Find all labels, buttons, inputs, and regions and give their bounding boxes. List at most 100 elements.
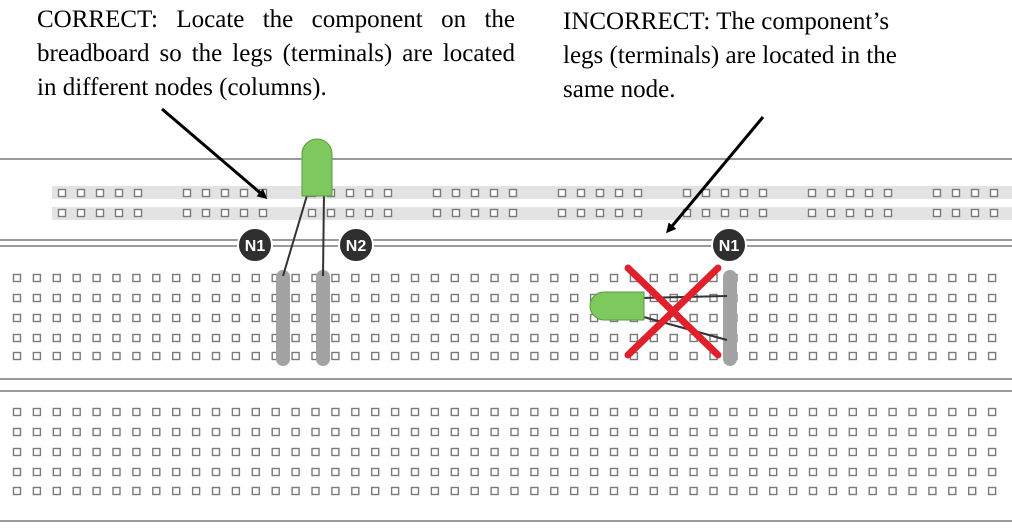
breadboard-hole [888,351,897,361]
breadboard-hole [470,273,479,283]
breadboard-hole [788,273,798,283]
breadboard-hole [709,407,718,417]
breadboard-hole [758,208,768,218]
breadboard-hole [291,427,300,437]
breadboard-hole [883,208,893,218]
breadboard-hole [231,333,241,343]
breadboard-hole [182,208,192,218]
breadboard-hole [550,427,559,437]
breadboard-hole [430,273,440,283]
breadboard-hole [57,188,67,198]
breadboard-hole [95,208,105,218]
breadboard-hole [595,208,605,218]
breadboard-hole [291,486,300,496]
breadboard-hole [92,351,101,361]
breadboard-hole [12,293,22,303]
breadboard-hole [410,467,420,477]
breadboard-hole [410,273,420,283]
breadboard-hole [689,486,698,496]
breadboard-hole [470,313,479,323]
breadboard-hole [271,467,280,477]
breadboard-hole [987,273,997,283]
breadboard-hole [908,467,917,477]
breadboard-hole [201,188,211,198]
breadboard-hole [649,273,658,283]
breadboard-hole [589,447,599,457]
breadboard-hole [112,467,121,477]
breadboard-hole [450,293,459,303]
breadboard-hole [609,273,619,283]
breadboard-hole [331,333,340,343]
breadboard-hole [258,208,268,218]
breadboard-hole [390,447,400,457]
breadboard-hole [211,351,221,361]
breadboard-hole [868,351,877,361]
breadboard-hole [749,427,758,437]
pointer-arrows [161,107,765,234]
breadboard-hole [987,447,997,457]
breadboard-hole [12,467,22,477]
breadboard-hole [948,427,957,437]
breadboard-hole [570,407,579,417]
breadboard-hole [948,333,957,343]
breadboard-hole [788,467,798,477]
breadboard-hole [649,447,658,457]
breadboard-hole [828,273,838,283]
breadboard-hole [52,273,61,283]
breadboard-hole [689,351,698,361]
breadboard-hole [291,273,300,283]
breadboard-hole [848,467,857,477]
breadboard-hole [848,313,857,323]
breadboard-hole [868,313,877,323]
breadboard-hole [12,351,22,361]
breadboard-hole [928,467,937,477]
breadboard-hole [331,273,340,283]
breadboard-hole [92,293,101,303]
breadboard-hole [609,427,619,437]
breadboard-hole [132,467,141,477]
breadboard-hole [508,208,518,218]
breadboard-hole [828,427,838,437]
breadboard-hole [351,447,360,457]
breadboard-hole [271,447,280,457]
breadboard-hole [888,293,897,303]
breadboard-hole [331,427,340,437]
breadboard-hole [510,427,519,437]
breadboard-hole [489,208,499,218]
breadboard-hole [489,188,499,198]
breadboard-hole [769,351,778,361]
breadboard-hole [371,467,380,477]
breadboard-hole [948,313,957,323]
breadboard-hole [589,486,599,496]
breadboard-hole [720,208,730,218]
red-x-icon [624,264,722,359]
breadboard-hole [72,273,81,283]
breadboard-hole [291,333,300,343]
breadboard-hole [788,486,798,496]
breadboard-hole [808,467,818,477]
breadboard-hole [769,467,778,477]
breadboard-hole [251,351,261,361]
breadboard-hole [888,486,897,496]
breadboard-hole [211,333,221,343]
breadboard-hole [331,293,340,303]
breadboard-hole [609,447,619,457]
incorrect-caption: INCORRECT: The component’s legs (termina… [563,8,897,103]
breadboard-hole [430,333,440,343]
breadboard-hole [508,188,518,198]
breadboard-hole [808,486,818,496]
breadboard-hole [470,467,479,477]
breadboard-hole [749,486,758,496]
breadboard-hole [868,486,877,496]
breadboard-hole [550,407,559,417]
breadboard-hole [609,407,619,417]
breadboard-hole [689,407,698,417]
breadboard-hole [132,486,141,496]
breadboard-hole [948,273,957,283]
breadboard-hole [211,273,221,283]
node-highlight-incorrect-n1 [723,270,737,366]
breadboard-hole [211,313,221,323]
breadboard-hole [848,333,857,343]
breadboard-hole [807,188,817,198]
breadboard-hole [451,208,461,218]
